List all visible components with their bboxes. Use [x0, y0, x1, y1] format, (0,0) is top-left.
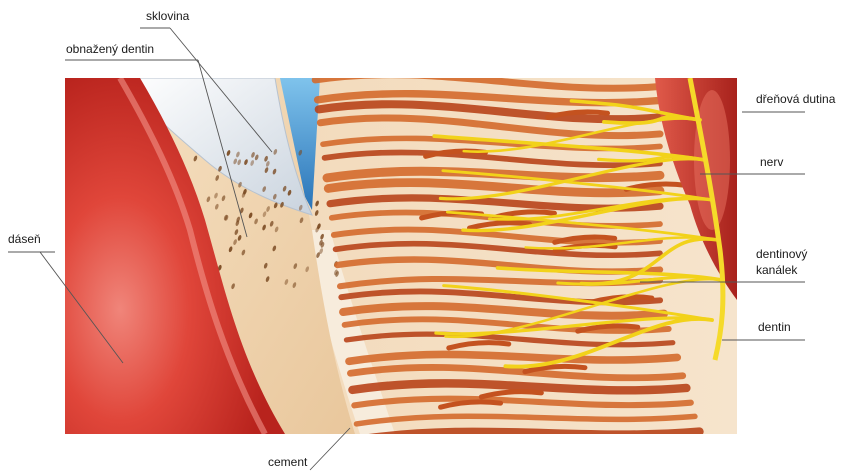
dentin-tubule: [360, 449, 705, 456]
label-obnazeny-dentin: obnažený dentin: [66, 42, 154, 56]
dentin-tubule: [358, 432, 699, 440]
label-dentin: dentin: [758, 320, 791, 334]
label-cement: cement: [268, 455, 307, 469]
dentin-tubule: [314, 60, 660, 74]
label-sklovina: sklovina: [146, 9, 189, 23]
label-dentinovy-kanalek-1: dentinový: [756, 247, 807, 261]
label-nerv: nerv: [760, 155, 783, 169]
label-dasen: dáseň: [8, 232, 41, 246]
label-drenova-dutina: dřeňová dutina: [756, 92, 835, 106]
label-dentinovy-kanalek-2: kanálek: [756, 263, 797, 277]
